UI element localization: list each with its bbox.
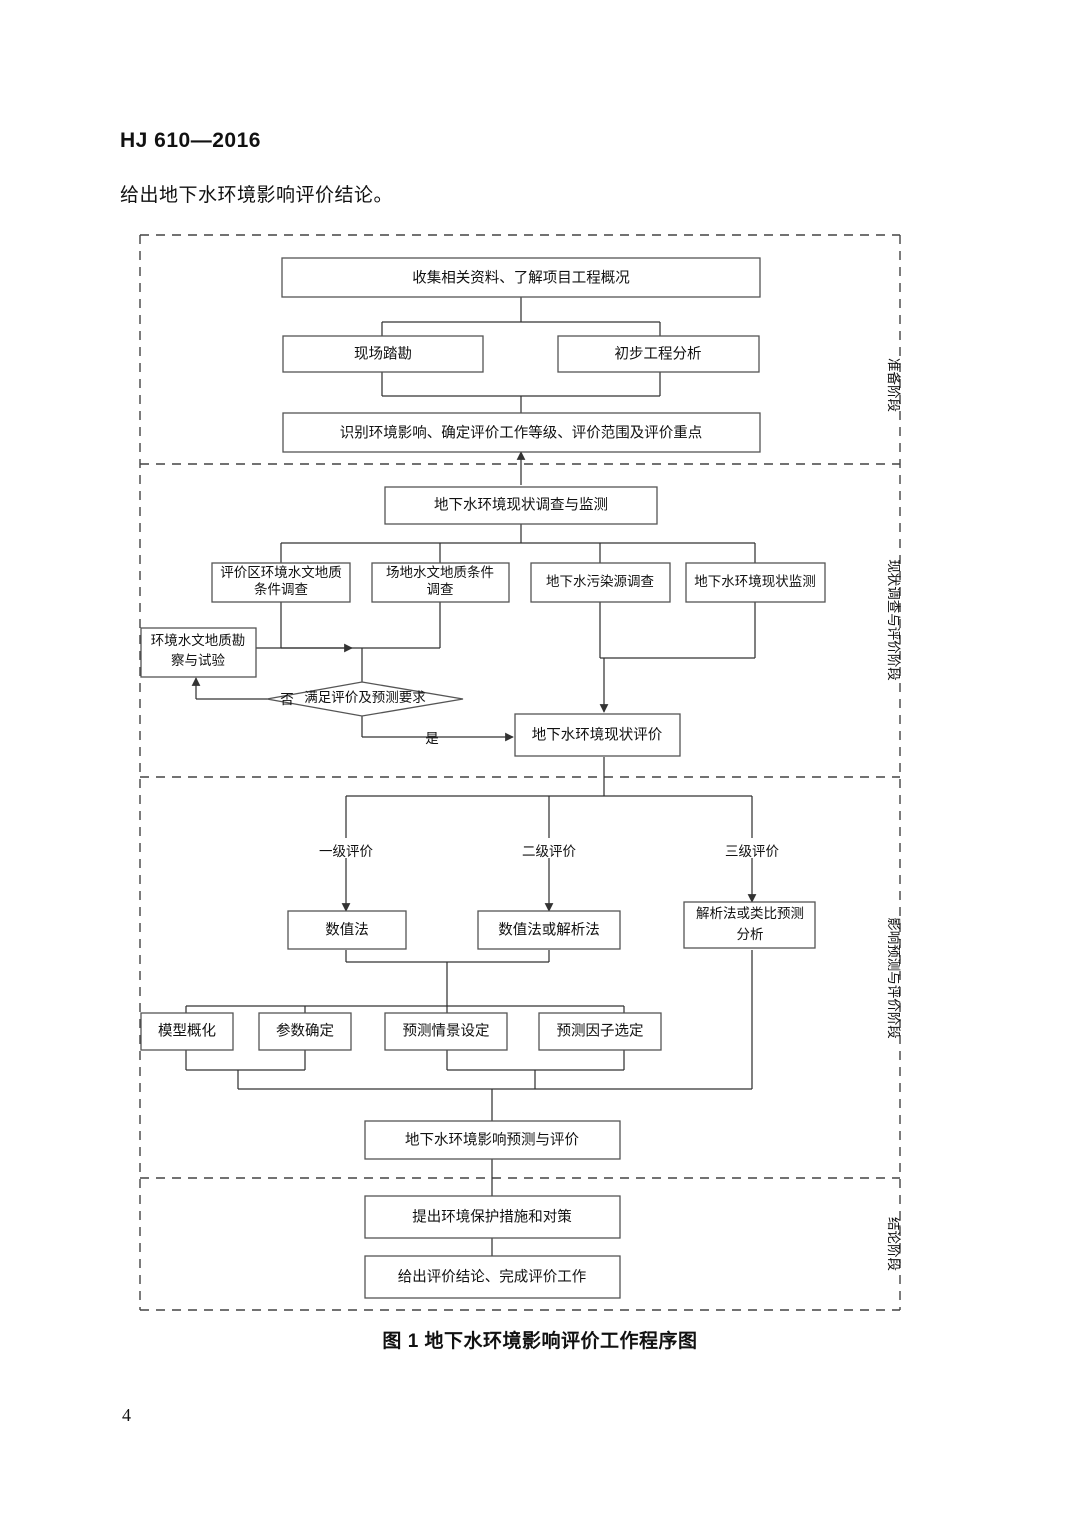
node-n3[interactable]: 初步工程分析 xyxy=(557,335,760,373)
node-label: 现场踏勘 xyxy=(354,345,412,362)
stage-label-text: 结论阶段 xyxy=(886,1217,901,1271)
node-label: 提出环境保护措施和对策 xyxy=(412,1207,572,1225)
node-n10[interactable]: 环境水文地质勘 察与试验 xyxy=(140,627,257,678)
edges-stage2 xyxy=(191,523,756,742)
node-label: 数值法或解析法 xyxy=(498,921,600,938)
node-n20[interactable]: 地下水环境影响预测与评价 xyxy=(364,1120,621,1160)
node-n16[interactable]: 模型概化 xyxy=(140,1012,234,1051)
node-n17[interactable]: 参数确定 xyxy=(258,1012,352,1051)
edge-label-no: 否 xyxy=(280,692,294,707)
node-n9[interactable]: 地下水环境现状监测 xyxy=(685,562,826,603)
node-label: 地下水污染源调查 xyxy=(546,574,654,589)
node-label: 解析法或类比预测 xyxy=(696,906,804,921)
node-label: 环境水文地质勘 xyxy=(151,633,246,648)
node-label: 评价区环境水文地质 xyxy=(220,565,342,580)
edge-label-level1: 一级评价 xyxy=(319,844,373,859)
node-n22[interactable]: 给出评价结论、完成评价工作 xyxy=(364,1255,621,1299)
node-label: 地下水环境现状监测 xyxy=(694,574,816,589)
node-n19[interactable]: 预测因子选定 xyxy=(538,1012,662,1051)
node-label: 预测情景设定 xyxy=(403,1022,490,1039)
node-n4[interactable]: 识别环境影响、确定评价工作等级、评价范围及评价重点 xyxy=(282,412,761,453)
stage-label-text: 影响预测与评价阶段 xyxy=(886,917,901,1039)
stage-label-prediction: 影响预测与评价阶段 xyxy=(886,917,901,1039)
node-n2[interactable]: 现场踏勘 xyxy=(282,335,484,373)
node-label: 地下水环境现状调查与监测 xyxy=(434,495,608,513)
node-label-line2: 条件调查 xyxy=(254,581,308,597)
node-label-line2: 察与试验 xyxy=(171,652,225,668)
stage-label-text: 现状调查与评价阶段 xyxy=(886,559,901,681)
edges-stage3 xyxy=(185,757,757,1121)
stage-dashed-frame xyxy=(139,234,901,1311)
node-label: 收集相关资料、了解项目工程概况 xyxy=(412,269,630,286)
node-label: 数值法 xyxy=(325,921,369,938)
node-label: 满足评价及预测要求 xyxy=(304,690,426,705)
stage-label-text: 准备阶段 xyxy=(886,358,902,412)
node-label: 预测因子选定 xyxy=(557,1022,644,1039)
figure-caption: 图 1 地下水环境影响评价工作程序图 xyxy=(382,1331,698,1352)
node-n5[interactable]: 地下水环境现状调查与监测 xyxy=(384,486,658,525)
node-n1[interactable]: 收集相关资料、了解项目工程概况 xyxy=(281,257,761,298)
node-n13[interactable]: 数值法 xyxy=(287,910,407,950)
edges-stage1 xyxy=(381,297,661,485)
page-number: 4 xyxy=(122,1405,131,1425)
flowchart-svg: 准备阶段 现状调查与评价阶段 影响预测与评价阶段 结论阶段 xyxy=(139,234,902,1311)
node-label: 地下水环境现状评价 xyxy=(532,725,663,743)
node-n18[interactable]: 预测情景设定 xyxy=(384,1012,508,1051)
node-n12[interactable]: 地下水环境现状评价 xyxy=(514,713,681,757)
intro-paragraph: 给出地下水环境影响评价结论。 xyxy=(120,185,394,206)
node-n15[interactable]: 解析法或类比预测 分析 xyxy=(683,901,816,949)
node-label: 给出评价结论、完成评价工作 xyxy=(398,1268,587,1285)
node-label: 场地水文地质条件 xyxy=(386,564,494,580)
node-n7[interactable]: 场地水文地质条件 调查 xyxy=(371,562,510,603)
node-n11[interactable]: 满足评价及预测要求 xyxy=(266,681,464,717)
node-label: 初步工程分析 xyxy=(615,345,702,362)
standard-code-header: HJ 610—2016 xyxy=(120,129,261,152)
node-label: 地下水环境影响预测与评价 xyxy=(405,1130,579,1148)
edge-label-level3: 三级评价 xyxy=(725,844,779,859)
node-label: 模型概化 xyxy=(158,1022,216,1039)
edge-label-level2: 二级评价 xyxy=(522,844,576,859)
node-label: 参数确定 xyxy=(276,1022,334,1039)
node-n21[interactable]: 提出环境保护措施和对策 xyxy=(364,1195,621,1239)
node-n14[interactable]: 数值法或解析法 xyxy=(477,910,621,950)
stage-label-conclusion: 结论阶段 xyxy=(886,1217,901,1271)
stage-label-survey: 现状调查与评价阶段 xyxy=(886,559,901,681)
stage-label-preparation: 准备阶段 xyxy=(886,358,902,412)
node-n6[interactable]: 评价区环境水文地质 条件调查 xyxy=(211,562,351,603)
node-label-line2: 分析 xyxy=(737,927,764,942)
node-label: 识别环境影响、确定评价工作等级、评价范围及评价重点 xyxy=(340,423,703,441)
edge-label-yes: 是 xyxy=(425,731,439,746)
node-label-line2: 调查 xyxy=(427,582,454,597)
node-n8[interactable]: 地下水污染源调查 xyxy=(530,562,671,603)
